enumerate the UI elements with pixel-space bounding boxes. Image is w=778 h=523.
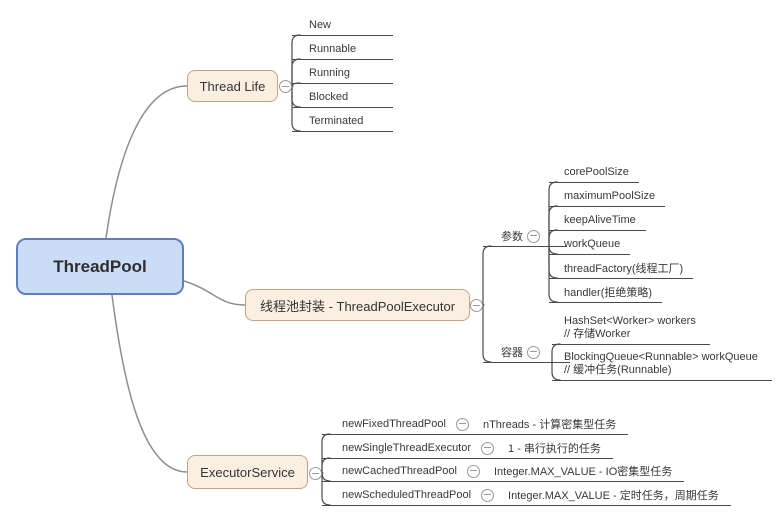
node-label: corePoolSize — [564, 166, 629, 178]
node-param-core-pool-size[interactable]: corePoolSize — [549, 162, 639, 183]
node-description: 1 - 串行执行的任务 — [508, 443, 601, 455]
collapse-icon-new-single-thread-executor[interactable] — [481, 441, 495, 455]
collapse-icon-threadpool-executor[interactable] — [470, 299, 483, 312]
node-param-maximum-pool-size[interactable]: maximumPoolSize — [549, 186, 666, 207]
node-description: nThreads - 计算密集型任务 — [482, 419, 617, 431]
node-containers[interactable]: 容器 — [483, 342, 570, 363]
node-label: Blocked — [309, 91, 349, 103]
node-state-new[interactable]: New — [292, 15, 393, 36]
node-label: Runnable — [309, 43, 357, 55]
connector-path — [482, 304, 492, 363]
node-executor-service[interactable]: ExecutorService — [187, 455, 308, 489]
node-thread-life[interactable]: Thread Life — [187, 70, 278, 102]
node-container-blocking-queue[interactable]: BlockingQueue<Runnable> workQueue // 缓冲任… — [552, 351, 772, 381]
connector-path — [105, 85, 188, 239]
node-state-terminated[interactable]: Terminated — [292, 111, 393, 132]
code-line: HashSet<Worker> workers — [564, 315, 696, 327]
node-root-threadpool[interactable]: ThreadPool — [16, 238, 184, 295]
connector-path — [291, 85, 301, 132]
node-new-scheduled-thread-pool[interactable]: newScheduledThreadPool Integer.MAX_VALUE… — [322, 485, 731, 506]
node-label: 线程池封装 - ThreadPoolExecutor — [259, 298, 456, 314]
node-container-hashset-workers[interactable]: HashSet<Worker> workers // 存储Worker — [552, 315, 710, 345]
node-state-running[interactable]: Running — [292, 63, 393, 84]
node-description: Integer.MAX_VALUE - IO密集型任务 — [493, 466, 673, 478]
collapse-icon-new-scheduled-thread-pool[interactable] — [481, 488, 495, 502]
node-label: 参数 — [501, 231, 523, 243]
comment-line: // 缓冲任务(Runnable) — [564, 364, 672, 376]
node-param-work-queue[interactable]: workQueue — [549, 234, 631, 255]
node-label: New — [309, 19, 332, 31]
node-param-handler[interactable]: handler(拒绝策略) — [549, 282, 663, 303]
node-description: Integer.MAX_VALUE - 定时任务，周期任务 — [508, 490, 719, 502]
connector-path — [551, 361, 561, 381]
collapse-icon-new-fixed-thread-pool[interactable] — [455, 417, 469, 431]
connector-path — [183, 280, 246, 306]
code-line: BlockingQueue<Runnable> workQueue — [564, 351, 758, 363]
connector-path — [482, 245, 492, 306]
node-label: workQueue — [564, 238, 621, 250]
node-label: ThreadPool — [53, 256, 147, 276]
node-threadpool-executor[interactable]: 线程池封装 - ThreadPoolExecutor — [245, 289, 470, 321]
node-state-runnable[interactable]: Runnable — [292, 39, 393, 60]
node-label: ExecutorService — [200, 464, 295, 480]
collapse-icon-new-cached-thread-pool[interactable] — [466, 464, 480, 478]
node-label: handler(拒绝策略) — [564, 287, 653, 299]
collapse-icon-containers[interactable] — [527, 345, 540, 359]
collapse-icon-params[interactable] — [527, 229, 540, 243]
node-label: 容器 — [501, 347, 523, 359]
node-label: newCachedThreadPool — [342, 465, 457, 477]
node-params[interactable]: 参数 — [483, 226, 567, 247]
node-label: maximumPoolSize — [564, 190, 656, 202]
node-label: Running — [309, 67, 350, 79]
collapse-icon-executor-service[interactable] — [309, 467, 322, 480]
node-label: Thread Life — [199, 78, 266, 94]
node-new-single-thread-executor[interactable]: newSingleThreadExecutor 1 - 串行执行的任务 — [322, 438, 613, 459]
collapse-icon-thread-life[interactable] — [279, 80, 292, 93]
node-label: newScheduledThreadPool — [342, 489, 472, 501]
connector-path — [111, 294, 188, 473]
node-new-fixed-thread-pool[interactable]: newFixedThreadPool nThreads - 计算密集型任务 — [322, 414, 629, 435]
node-param-keep-alive-time[interactable]: keepAliveTime — [549, 210, 646, 231]
node-label: newFixedThreadPool — [342, 418, 446, 430]
node-label: newSingleThreadExecutor — [342, 442, 472, 454]
node-label: keepAliveTime — [564, 214, 636, 226]
node-state-blocked[interactable]: Blocked — [292, 87, 393, 108]
node-param-thread-factory[interactable]: threadFactory(线程工厂) — [549, 258, 694, 279]
node-new-cached-thread-pool[interactable]: newCachedThreadPool Integer.MAX_VALUE - … — [322, 461, 685, 482]
connector-path — [321, 472, 331, 506]
comment-line: // 存储Worker — [564, 328, 631, 340]
node-label: threadFactory(线程工厂) — [564, 263, 684, 275]
node-label: Terminated — [309, 115, 364, 127]
connector-path — [548, 245, 558, 303]
